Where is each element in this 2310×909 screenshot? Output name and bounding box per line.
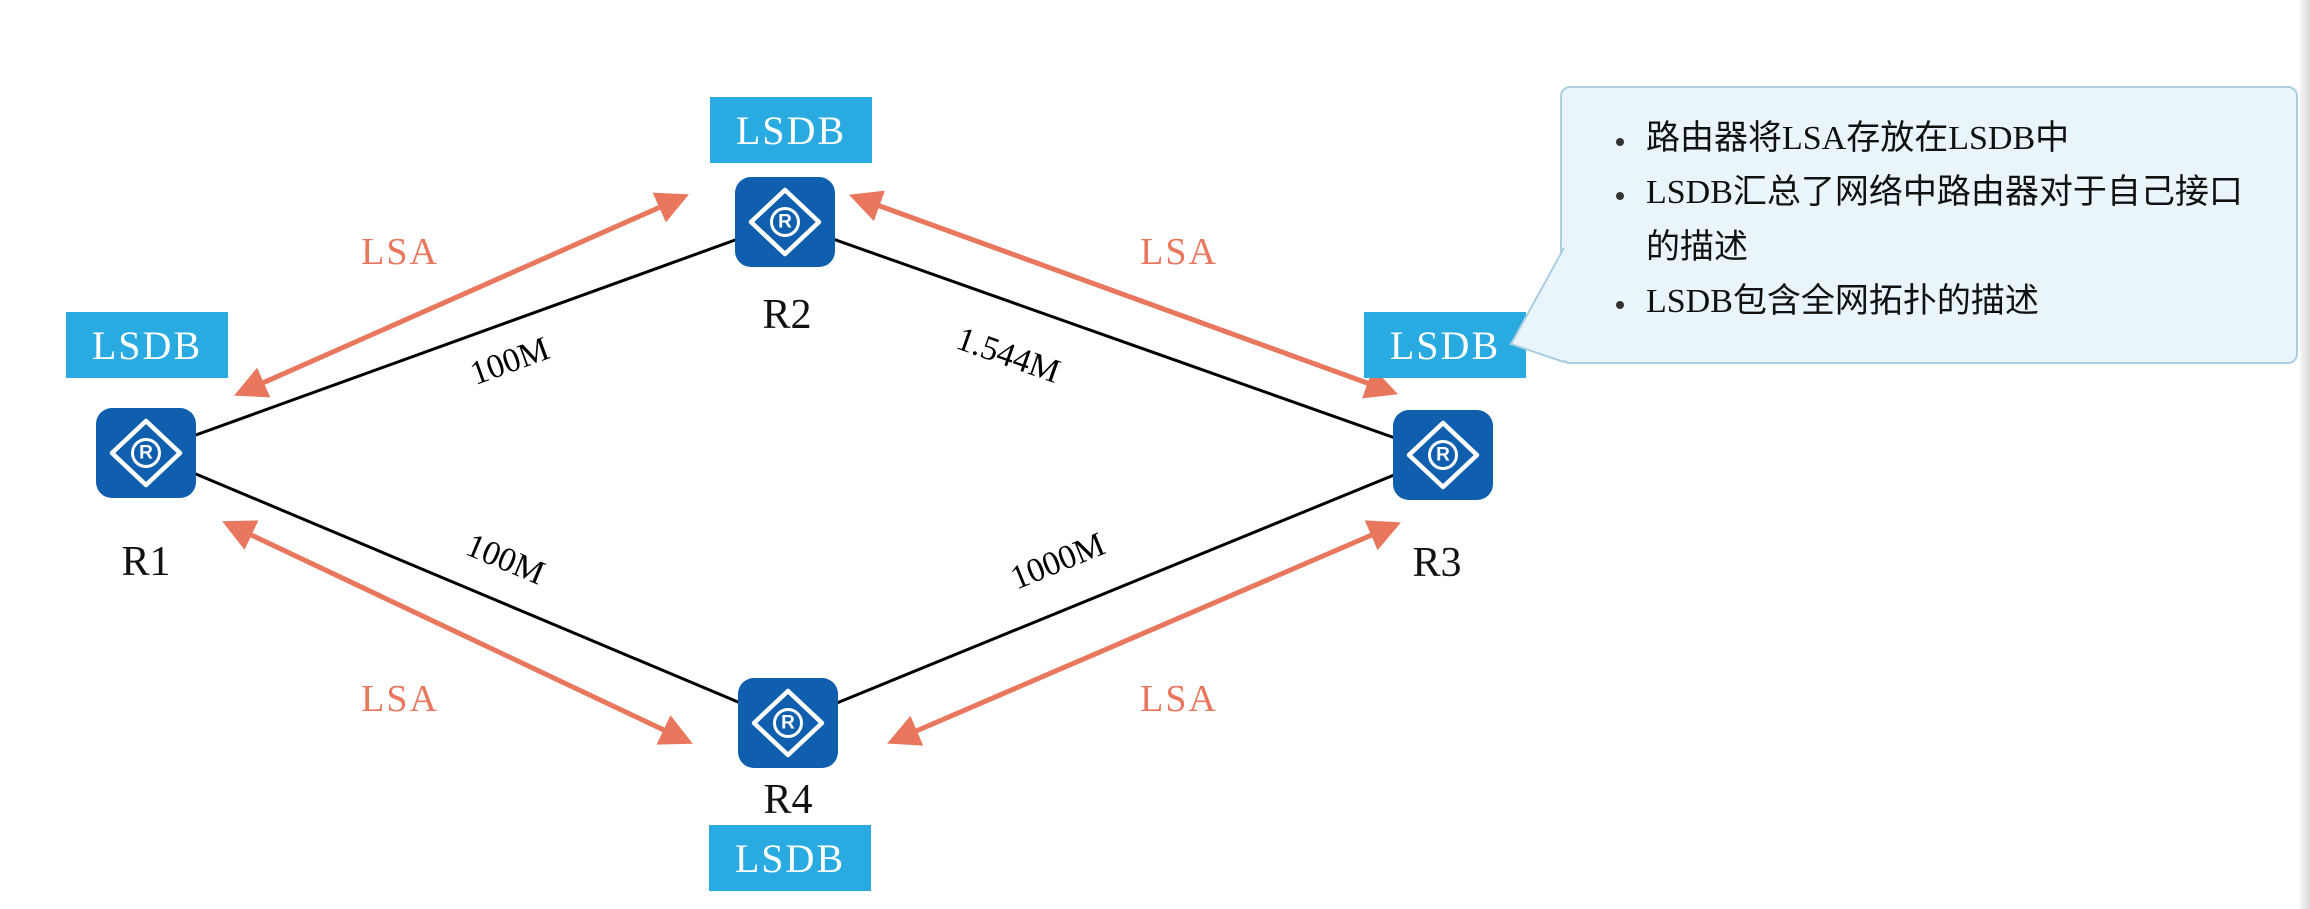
lsdb-badge-r2: LSDB <box>710 97 872 163</box>
lsa-arrow-r2-r3 <box>848 190 1399 399</box>
svg-text:R: R <box>778 212 792 233</box>
screen-right-edge <box>2300 0 2310 909</box>
router-r4: R <box>738 678 838 768</box>
router-label-r3: R3 <box>1412 540 1462 586</box>
lsa-label-bottom-right: LSA <box>1140 678 1218 720</box>
lsa-label-top-left: LSA <box>361 231 439 273</box>
link-r4-r3 <box>787 453 1444 725</box>
router-r2: R <box>735 177 835 267</box>
router-r1: R <box>96 408 196 498</box>
router-icon: R <box>1393 410 1493 500</box>
lsdb-badge-r1: LSDB <box>66 312 228 378</box>
link-r1-r4 <box>145 451 789 725</box>
svg-text:R: R <box>1436 445 1450 466</box>
callout-bullet: LSDB汇总了网络中路由器对于自己接口的描述 <box>1638 166 2274 275</box>
lsa-label-top-right: LSA <box>1140 231 1218 273</box>
lsa-arrow-r4-r3 <box>887 520 1401 746</box>
lsa-arrow-r1-r4 <box>222 520 693 745</box>
lsdb-callout: 路由器将LSA存放在LSDB中 LSDB汇总了网络中路由器对于自己接口的描述 L… <box>1560 86 2298 364</box>
svg-text:R: R <box>139 443 153 464</box>
callout-bullet: 路由器将LSA存放在LSDB中 <box>1638 112 2274 166</box>
link-r1-r2 <box>145 220 786 455</box>
lsa-label-bottom-left: LSA <box>361 678 439 720</box>
router-icon: R <box>738 678 838 768</box>
svg-text:R: R <box>781 713 795 734</box>
lsdb-badge-r3: LSDB <box>1364 312 1526 378</box>
link-r2-r3 <box>784 220 1444 457</box>
lsa-arrow-r1-r2 <box>234 192 689 398</box>
lsdb-badge-r4: LSDB <box>709 825 871 891</box>
lsdb-callout-list: 路由器将LSA存放在LSDB中 LSDB汇总了网络中路由器对于自己接口的描述 L… <box>1590 112 2274 330</box>
router-icon: R <box>735 177 835 267</box>
router-label-r2: R2 <box>762 292 812 338</box>
router-r3: R <box>1393 410 1493 500</box>
router-label-r4: R4 <box>763 777 813 823</box>
callout-bullet: LSDB包含全网拓扑的描述 <box>1638 275 2274 329</box>
router-label-r1: R1 <box>121 539 171 585</box>
router-icon: R <box>96 408 196 498</box>
